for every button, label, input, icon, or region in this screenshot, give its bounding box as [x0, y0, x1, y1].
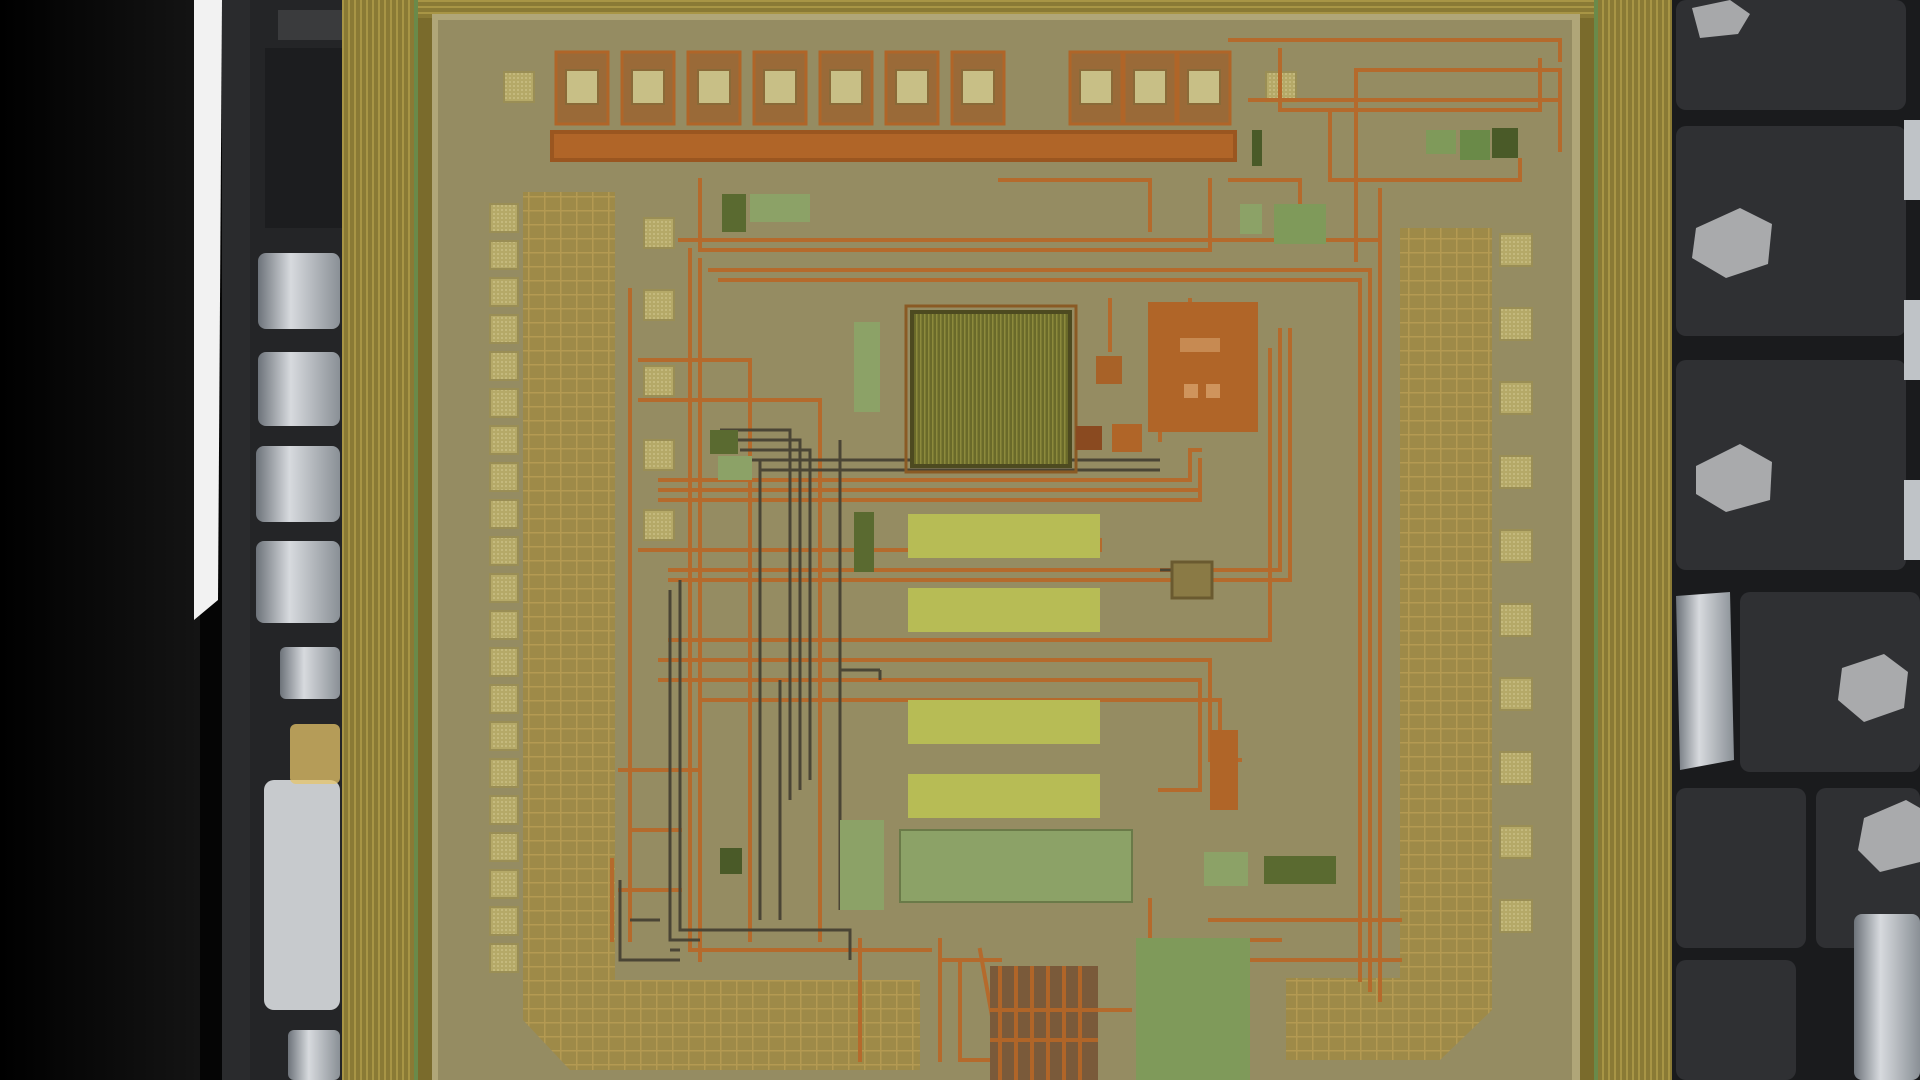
- copper-block-bar: [1180, 338, 1220, 352]
- top-cell: [884, 50, 940, 126]
- bottom-left-io-grid: [523, 972, 920, 1070]
- bond-pad: [489, 721, 519, 751]
- bond-pad: [643, 509, 675, 541]
- copper-block-cell: [1206, 384, 1220, 398]
- left-white-strip: [194, 0, 222, 620]
- top-cell: [950, 50, 1006, 126]
- bond-pad: [489, 314, 519, 344]
- frame-green-line-right: [1594, 0, 1598, 1080]
- bond-pad: [489, 462, 519, 492]
- copper-small-block: [1096, 356, 1122, 384]
- bond-pad: [489, 425, 519, 455]
- bond-pad: [1499, 825, 1533, 859]
- bond-pad: [643, 289, 675, 321]
- bond-pad: [1499, 307, 1533, 341]
- left-socket-top: [278, 10, 344, 40]
- copper-small-block: [1112, 424, 1142, 452]
- gold-frame-left: [342, 0, 418, 1080]
- copper-block: [1148, 302, 1258, 432]
- bond-pad: [1499, 455, 1533, 489]
- left-io-grid: [523, 192, 615, 972]
- bond-pad: [489, 573, 519, 603]
- top-cell: [752, 50, 808, 126]
- bond-pad: [489, 869, 519, 899]
- top-cell: [554, 50, 610, 126]
- central-ic-block: [910, 310, 1072, 468]
- top-cell: [818, 50, 874, 126]
- left-socket-block: [265, 48, 345, 228]
- bond-pad: [489, 684, 519, 714]
- bond-pad: [1499, 751, 1533, 785]
- bond-pad: [1499, 381, 1533, 415]
- right-socket-blocks: [1676, 0, 1920, 1080]
- copper-small-block: [1076, 426, 1102, 450]
- bond-pad: [489, 943, 519, 973]
- bond-pad: [489, 610, 519, 640]
- bond-pad: [489, 203, 519, 233]
- bond-pad: [489, 906, 519, 936]
- frame-green-line-left: [414, 0, 418, 1080]
- bond-pad: [1499, 529, 1533, 563]
- bond-pad: [489, 240, 519, 270]
- left-pins: [256, 253, 340, 1080]
- bond-pad: [489, 832, 519, 862]
- bond-pad: [643, 439, 675, 471]
- top-cell: [686, 50, 742, 126]
- bond-pad: [1499, 677, 1533, 711]
- die-right-edge: [1572, 14, 1580, 1080]
- copper-block-cell: [1184, 384, 1198, 398]
- bond-pad: [489, 388, 519, 418]
- bottom-transistor-stripes: [990, 966, 1098, 1080]
- gold-frame-right: [1594, 0, 1672, 1080]
- top-cell: [1068, 50, 1124, 126]
- green-blocks: [710, 128, 1518, 1080]
- bond-pad: [489, 795, 519, 825]
- right-metal-clips: [1676, 120, 1920, 1080]
- bond-pad: [1499, 603, 1533, 637]
- bottom-right-io-grid: [1286, 978, 1492, 1060]
- top-cell: [620, 50, 676, 126]
- bond-pads: [489, 71, 1533, 973]
- bond-pad: [489, 499, 519, 529]
- die-top-edge: [432, 14, 1580, 20]
- bond-pad: [1499, 233, 1533, 267]
- bond-pad: [503, 71, 535, 103]
- gold-frame-top: [418, 0, 1594, 18]
- bond-pad: [643, 217, 675, 249]
- top-cell: [1122, 50, 1178, 126]
- small-gold-square: [1170, 560, 1214, 600]
- top-pad-cells: [554, 50, 1232, 126]
- bond-pad: [489, 351, 519, 381]
- yellow-green-blocks: [908, 514, 1100, 818]
- bond-pad: [643, 365, 675, 397]
- left-shadow: [0, 0, 200, 1080]
- bond-pad: [489, 647, 519, 677]
- bond-pad: [489, 277, 519, 307]
- copper-wiring: [550, 38, 1562, 1063]
- bond-pad: [1499, 899, 1533, 933]
- right-io-grid: [1400, 228, 1492, 978]
- central-ic-border: [904, 304, 1078, 474]
- top-cell: [1176, 50, 1232, 126]
- die-left-edge: [432, 14, 438, 1080]
- right-gray-nubs: [1692, 0, 1920, 872]
- bond-pad: [489, 536, 519, 566]
- bond-pad: [489, 758, 519, 788]
- dark-wiring: [618, 428, 1200, 962]
